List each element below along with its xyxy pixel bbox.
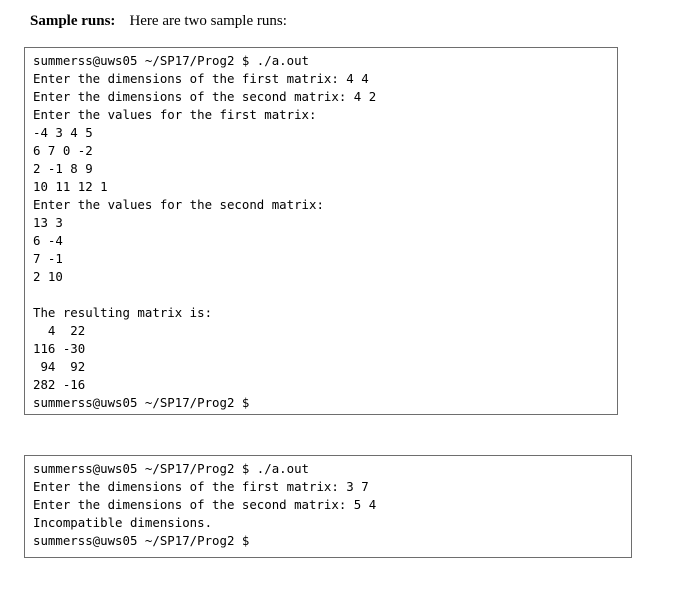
terminal-line: Incompatible dimensions.: [33, 515, 213, 530]
terminal-line: 4 22: [33, 323, 86, 338]
terminal-line: 116 -30: [33, 341, 86, 356]
terminal-line: 6 7 0 -2: [33, 143, 93, 158]
page-title: Sample runs: Here are two sample runs:: [30, 11, 287, 31]
page-title-label: Sample runs:: [30, 13, 116, 29]
terminal-line: 10 11 12 1: [33, 179, 108, 194]
page-title-description: Here are two sample runs:: [129, 13, 287, 29]
terminal-line: Enter the dimensions of the first matrix…: [33, 479, 369, 494]
terminal-line: -4 3 4 5: [33, 125, 93, 140]
terminal-blank-line: [33, 286, 611, 304]
terminal-line: 13 3: [33, 215, 63, 230]
terminal-line: Enter the values for the first matrix:: [33, 107, 317, 122]
terminal-line: 2 -1 8 9: [33, 161, 93, 176]
terminal-line: Enter the values for the second matrix:: [33, 197, 324, 212]
terminal-line: summerss@uws05 ~/SP17/Prog2 $ ./a.out: [33, 461, 310, 476]
terminal-line: summerss@uws05 ~/SP17/Prog2 $: [33, 395, 250, 410]
terminal-line: 94 92: [33, 359, 86, 374]
terminal-line: 6 -4: [33, 233, 63, 248]
terminal-line: The resulting matrix is:: [33, 305, 213, 320]
terminal-line: Enter the dimensions of the first matrix…: [33, 71, 369, 86]
terminal-line: Enter the dimensions of the second matri…: [33, 497, 377, 512]
terminal-line: 282 -16: [33, 377, 86, 392]
terminal-line: summerss@uws05 ~/SP17/Prog2 $ ./a.out: [33, 53, 310, 68]
terminal-line: Enter the dimensions of the second matri…: [33, 89, 377, 104]
terminal-line: 7 -1: [33, 251, 63, 266]
terminal-line: 2 10: [33, 269, 63, 284]
terminal-line: summerss@uws05 ~/SP17/Prog2 $: [33, 533, 250, 548]
